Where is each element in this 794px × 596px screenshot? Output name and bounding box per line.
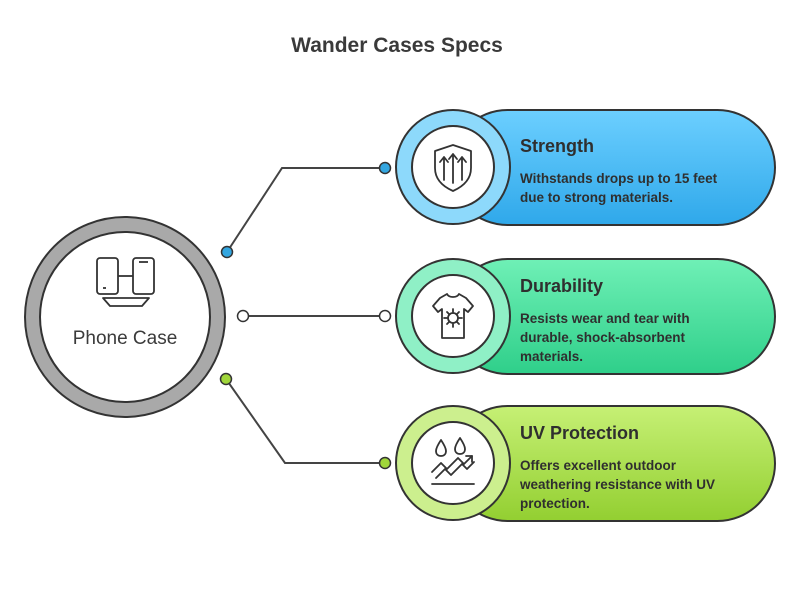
durability-text: Durability Resists wear and tear with du…	[520, 276, 760, 366]
durability-description: Resists wear and tear with durable, shoc…	[520, 311, 690, 364]
dot-strength-end	[378, 161, 392, 175]
strength-heading: Strength	[520, 136, 594, 156]
connector-lines	[225, 167, 385, 464]
durability-heading: Durability	[520, 276, 604, 296]
dot-strength-start	[220, 245, 234, 259]
connector-strength	[226, 167, 385, 253]
center-node	[24, 216, 226, 418]
shield-arrows-icon	[434, 144, 472, 192]
dot-durability-end	[378, 309, 392, 323]
uv-text: UV Protection Offers excellent outdoor w…	[520, 423, 760, 513]
dot-durability-start	[236, 309, 250, 323]
weather-drops-icon	[431, 437, 475, 485]
center-label: Phone Case	[72, 328, 178, 349]
strength-description: Withstands drops up to 15 feet due to st…	[520, 171, 718, 205]
dot-uv-end	[378, 456, 392, 470]
phone-case-icon	[96, 257, 155, 307]
page-title: Wander Cases Specs	[291, 34, 503, 57]
connector-uv	[225, 378, 385, 464]
strength-card	[395, 109, 776, 226]
strength-text: Strength Withstands drops up to 15 feet …	[520, 136, 760, 207]
uv-heading: UV Protection	[520, 423, 640, 443]
shirt-gear-icon	[432, 293, 474, 339]
dot-uv-start	[219, 372, 233, 386]
durability-card	[395, 258, 776, 375]
uv-description: Offers excellent outdoor weathering resi…	[520, 458, 716, 511]
